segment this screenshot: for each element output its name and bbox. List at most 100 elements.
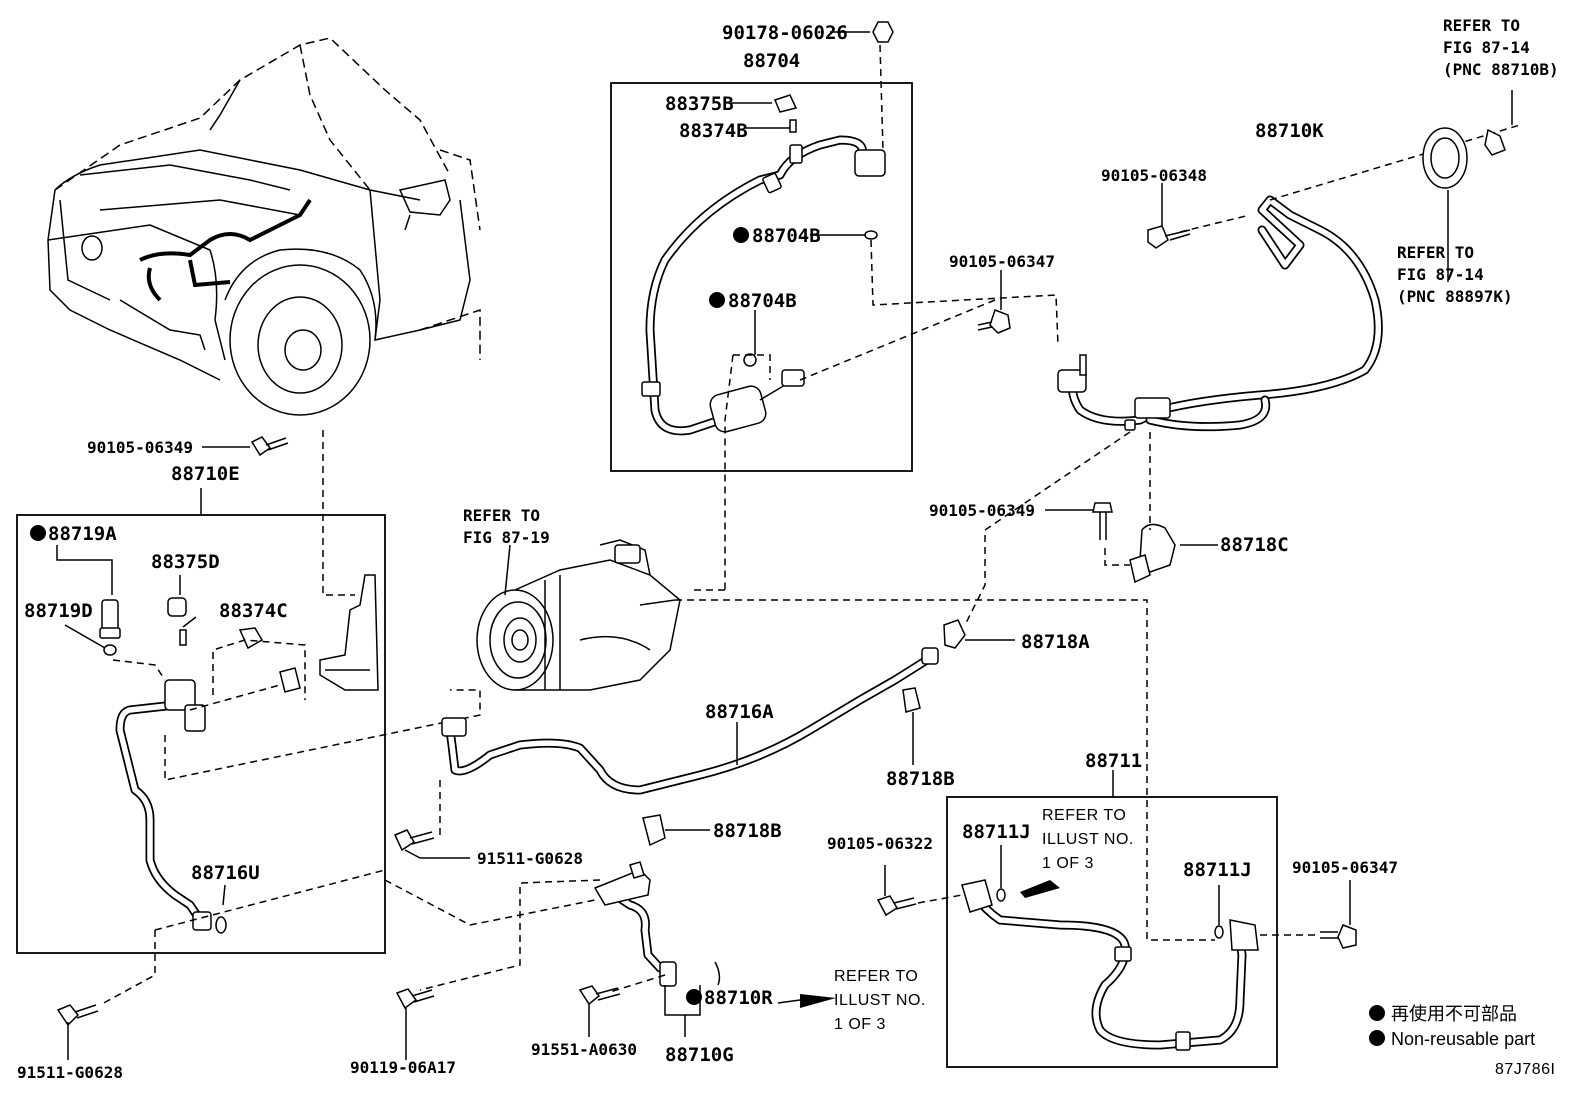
refer-compressor-2: FIG 87-19 [463, 528, 550, 547]
label-88718C: 88718C [1220, 534, 1289, 556]
label-88718B-a: 88718B [886, 768, 955, 790]
figure-code: 87J786I [1495, 1061, 1555, 1078]
legend-en: Non-reusable part [1391, 1029, 1535, 1049]
label-88704B-a: 88704B [752, 225, 821, 247]
refer-top-right-3: (PNC 88710B) [1443, 60, 1559, 79]
bolt-90105-06349-right-shape [1045, 502, 1113, 540]
legend-dot-en [1369, 1030, 1385, 1046]
label-88710K: 88710K [1255, 120, 1324, 142]
refer-mid-right-3: (PNC 88897K) [1397, 287, 1513, 306]
refer-bottom-3: 1 OF 3 [834, 1016, 886, 1033]
refer-88711-1: REFER TO [1042, 807, 1126, 824]
bolt-91551-A0630-shape [578, 985, 621, 1037]
label-88716U: 88716U [191, 862, 260, 884]
bracket-88710E [319, 574, 379, 691]
label-88711J-a: 88711J [962, 821, 1031, 843]
legend-dot-jp [1369, 1005, 1385, 1021]
label-90105-06347-top: 90105-06347 [949, 252, 1055, 271]
label-88719A: 88719A [48, 523, 117, 545]
switch-88719A-shape [99, 599, 121, 639]
compressor [476, 539, 681, 691]
bolt-90105-06348-shape [1147, 183, 1191, 249]
refer-bottom-1: REFER TO [834, 968, 918, 985]
valve-88374B-shape [789, 119, 797, 133]
non-reusable-dot [733, 227, 749, 243]
bolt-90119-06A17-shape [395, 988, 435, 1060]
label-91551-A0630: 91551-A0630 [531, 1040, 637, 1059]
label-90105-06347-right: 90105-06347 [1292, 858, 1398, 877]
label-88710R: 88710R [704, 987, 773, 1009]
refer-88711-2: ILLUST NO. [1042, 831, 1134, 848]
label-88719D: 88719D [24, 600, 93, 622]
pipe-88716U [115, 679, 227, 934]
legend-jp: 再使用不可部品 [1391, 1004, 1517, 1024]
box-88711 [946, 796, 1278, 1068]
label-88718B-b: 88718B [713, 820, 782, 842]
legend: 再使用不可部品 Non-reusable part [1369, 1004, 1535, 1049]
pipe-88710G [593, 861, 677, 987]
label-88716A: 88716A [705, 701, 774, 723]
refer-mid-right-2: FIG 87-14 [1397, 265, 1484, 284]
bolt-91511-G0628-mid-shape [393, 829, 470, 859]
vehicle-illustration [47, 37, 481, 416]
clamp-88718A-shape [943, 619, 1015, 649]
label-91511-G0628-mid: 91511-G0628 [477, 849, 583, 868]
box-88710E [16, 514, 386, 954]
clamp-88718C-shape [1129, 523, 1218, 584]
arrow-88711 [1020, 880, 1060, 898]
cap-88375B-shape [773, 94, 798, 113]
refer-top-right-1: REFER TO [1443, 16, 1520, 35]
bolt-90105-06347-right-shape [1320, 880, 1357, 949]
label-88374B: 88374B [679, 120, 748, 142]
bolt-90105-06347-top-shape [977, 270, 1011, 334]
grommet-88897K [1422, 127, 1468, 282]
hose-88704 [641, 135, 886, 436]
label-88710G: 88710G [665, 1044, 734, 1066]
oring-88719D-shape [103, 644, 117, 656]
label-90105-06322: 90105-06322 [827, 834, 933, 853]
clip-88710B [1484, 90, 1513, 156]
label-88710E: 88710E [171, 463, 240, 485]
refer-mid-right-1: REFER TO [1397, 243, 1474, 262]
label-88711J-b: 88711J [1183, 859, 1252, 881]
pipe-88711 [961, 879, 1259, 1051]
label-88711: 88711 [1085, 750, 1142, 772]
clip-88374C [238, 627, 301, 693]
label-88704B-b: 88704B [728, 290, 797, 312]
valve-88374C-shape [179, 629, 187, 646]
non-reusable-dot [709, 292, 725, 308]
label-90105-06348: 90105-06348 [1101, 166, 1207, 185]
cap-88375D-shape [167, 597, 187, 617]
label-88704: 88704 [743, 50, 800, 72]
oring-88711J-a-shape [996, 888, 1006, 902]
label-88718A: 88718A [1021, 631, 1090, 653]
pipe-88716A [441, 647, 939, 795]
refer-88711-3: 1 OF 3 [1042, 855, 1094, 872]
arrow-88710R [777, 994, 836, 1008]
oring-88711J-b-shape [1214, 925, 1224, 939]
label-90105-06349-right: 90105-06349 [929, 501, 1035, 520]
label-88375B: 88375B [665, 93, 734, 115]
bolt-90105-06322-shape [876, 865, 917, 917]
label-90119-06A17: 90119-06A17 [350, 1058, 456, 1077]
label-88374C: 88374C [219, 600, 288, 622]
oring-88704B-shape-a [864, 230, 878, 240]
oring-88704B-shape-b [743, 353, 757, 367]
refer-compressor-1: REFER TO [463, 506, 540, 525]
refer-bottom-2: ILLUST NO. [834, 992, 926, 1009]
bolt-91511-G0628-left-shape [56, 1004, 99, 1060]
non-reusable-dot [30, 525, 46, 541]
label-88375D: 88375D [151, 551, 220, 573]
box-88704 [610, 82, 913, 472]
bolt-90178-06026-shape [872, 21, 894, 43]
refer-top-right-2: FIG 87-14 [1443, 38, 1530, 57]
label-90178-06026: 90178-06026 [722, 22, 848, 44]
hose-88710K [1057, 195, 1383, 432]
label-91511-G0628-left: 91511-G0628 [17, 1063, 123, 1082]
clamp-88718B-b-shape [642, 814, 710, 847]
label-90105-06349-left: 90105-06349 [87, 438, 193, 457]
bolt-90105-06349-left-shape [202, 436, 289, 457]
clamp-88718B-a-shape [902, 687, 921, 765]
non-reusable-dot [686, 989, 702, 1005]
